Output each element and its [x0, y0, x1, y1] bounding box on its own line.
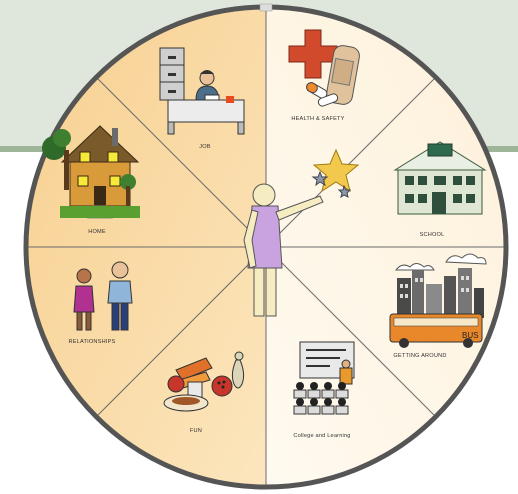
house-icon	[42, 125, 140, 219]
school-building-icon	[393, 141, 487, 215]
segment-label-job: JOB	[199, 144, 211, 150]
person-reaching-star-icon	[243, 148, 360, 317]
segment-dividers	[26, 7, 506, 487]
food-bowling-icon	[163, 351, 245, 412]
first-aid-cross-bandage-icon	[288, 29, 360, 107]
segment-label-school: SCHOOL	[420, 232, 445, 238]
lecture-classroom-icon	[293, 341, 355, 415]
office-worker-desk-icon	[159, 47, 245, 135]
bus-sign-glyph: BUS	[462, 331, 478, 340]
segment-label-getting-around: GETTING AROUND	[393, 353, 446, 359]
couple-people-icon	[73, 261, 133, 331]
segment-label-relationships: RELATIONSHIPS	[69, 339, 116, 345]
segment-label-home: HOME	[88, 229, 106, 235]
segment-label-health-safety: HEALTH & SAFETY	[291, 116, 344, 122]
city-bus-icon: BUS	[389, 253, 487, 348]
segment-label-fun: FUN	[190, 428, 202, 434]
rim-notch	[259, 3, 273, 12]
segment-label-college: College and Learning	[293, 433, 350, 439]
